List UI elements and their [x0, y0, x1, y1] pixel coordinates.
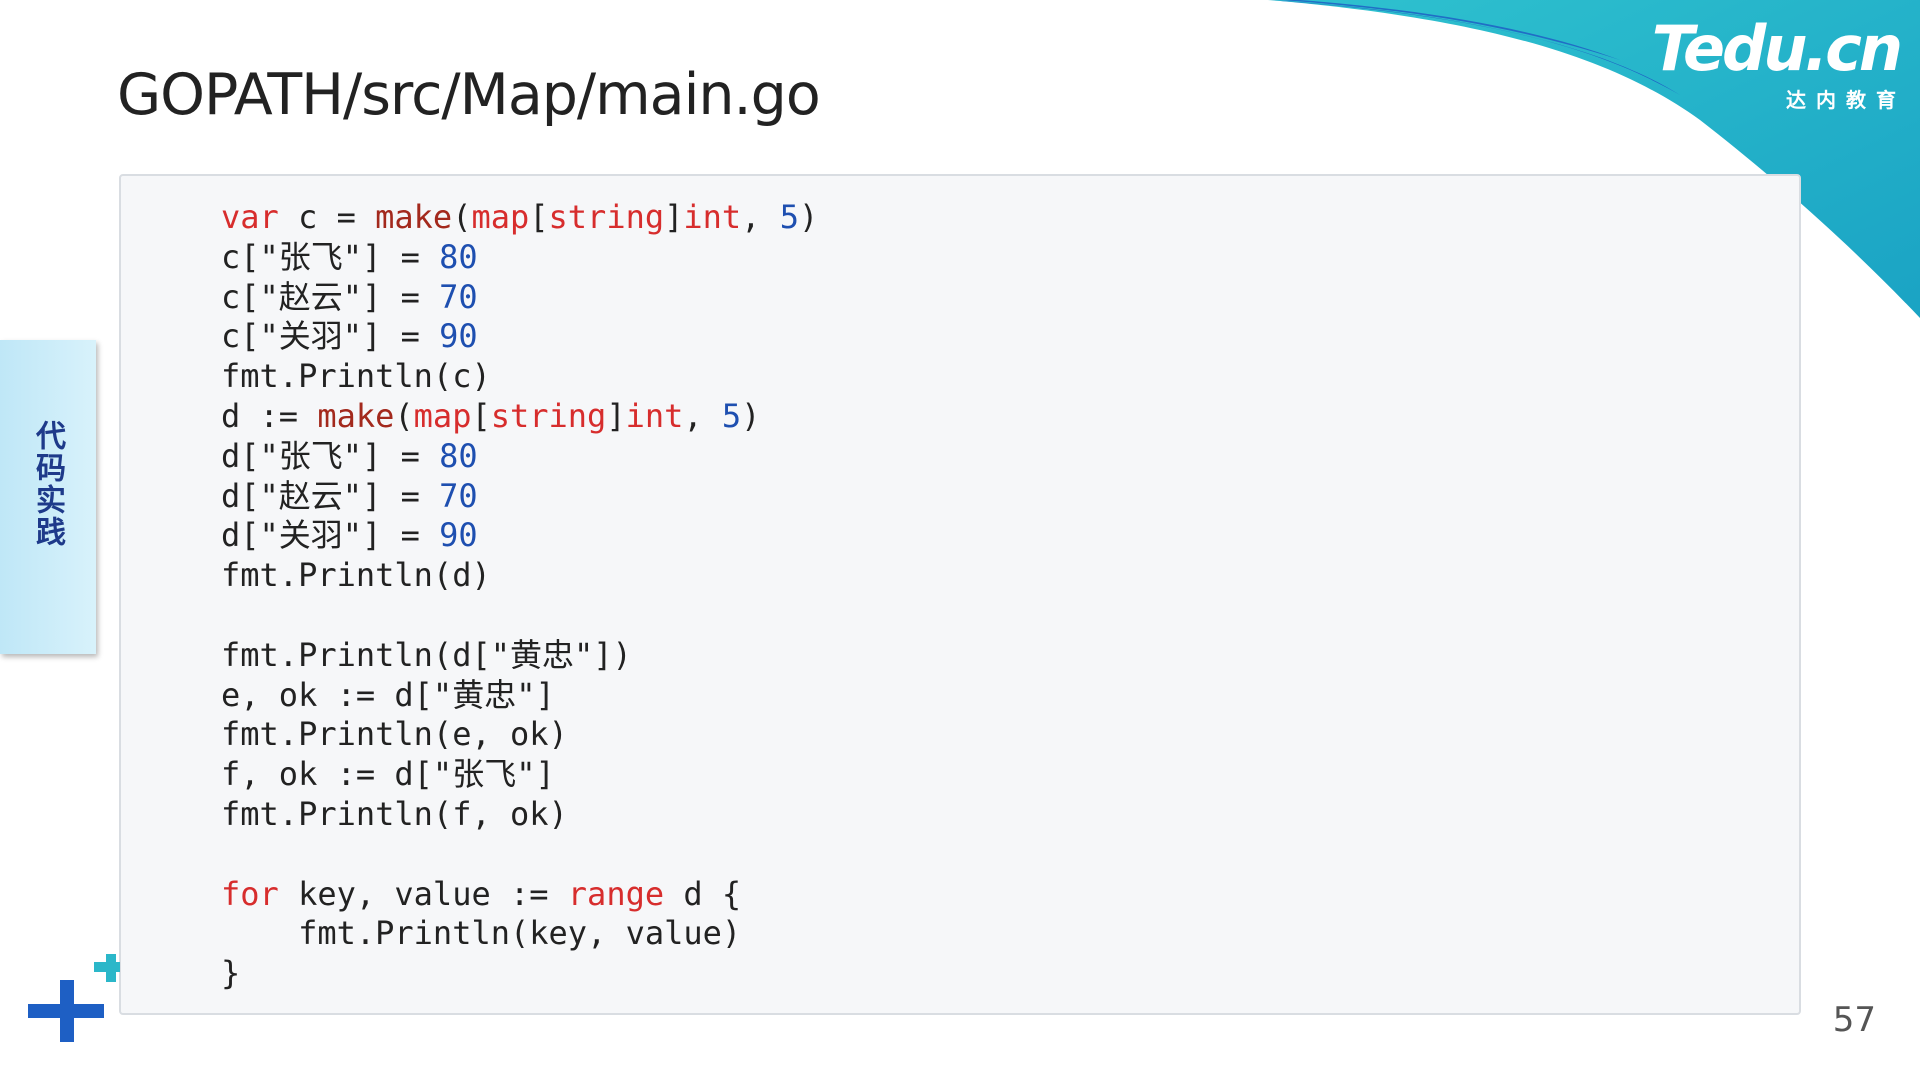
- slide-title: GOPATH/src/Map/main.go: [117, 62, 821, 128]
- code-line: d["赵云"] = 70: [221, 476, 478, 515]
- code-line: d := make(map[string]int, 5): [221, 396, 761, 435]
- page-number: 57: [1832, 1000, 1876, 1040]
- code-line: fmt.Println(f, ok): [221, 794, 568, 833]
- plus-small-icon: [94, 954, 120, 982]
- code-line: fmt.Println(d["黄忠"]): [221, 635, 632, 674]
- code-line: e, ok := d["黄忠"]: [221, 675, 555, 714]
- code-line: var c = make(map[string]int, 5): [221, 198, 819, 236]
- code-line: d["关羽"] = 90: [221, 516, 478, 555]
- tedu-logo: Tedu.cn 达内教育: [1651, 12, 1903, 113]
- code-line: c["张飞"] = 80: [221, 237, 478, 276]
- logo-subtitle: 达内教育: [1786, 88, 1906, 112]
- code-line: fmt.Println(c): [221, 357, 491, 396]
- logo-wordmark: Tedu.cn: [1651, 12, 1903, 85]
- code-line: fmt.Println(e, ok): [221, 715, 568, 754]
- side-tab-label: 代码实践: [30, 420, 65, 548]
- code-line: c["赵云"] = 70: [221, 277, 478, 316]
- code-line: }: [221, 954, 241, 993]
- code-line: f, ok := d["张飞"]: [221, 755, 555, 794]
- code-line: fmt.Println(d): [221, 556, 491, 595]
- plus-icon: [28, 980, 104, 1042]
- code-line: for key, value := range d {: [221, 874, 742, 913]
- code-line: c["关羽"] = 90: [221, 317, 478, 356]
- side-tab: 代码实践: [0, 340, 96, 654]
- code-line: fmt.Println(key, value): [221, 914, 742, 953]
- code-listing: var c = make(map[string]int, 5) c["张飞"] …: [221, 198, 818, 994]
- code-line: d["张飞"] = 80: [221, 436, 478, 475]
- code-block: var c = make(map[string]int, 5) c["张飞"] …: [119, 174, 1801, 1015]
